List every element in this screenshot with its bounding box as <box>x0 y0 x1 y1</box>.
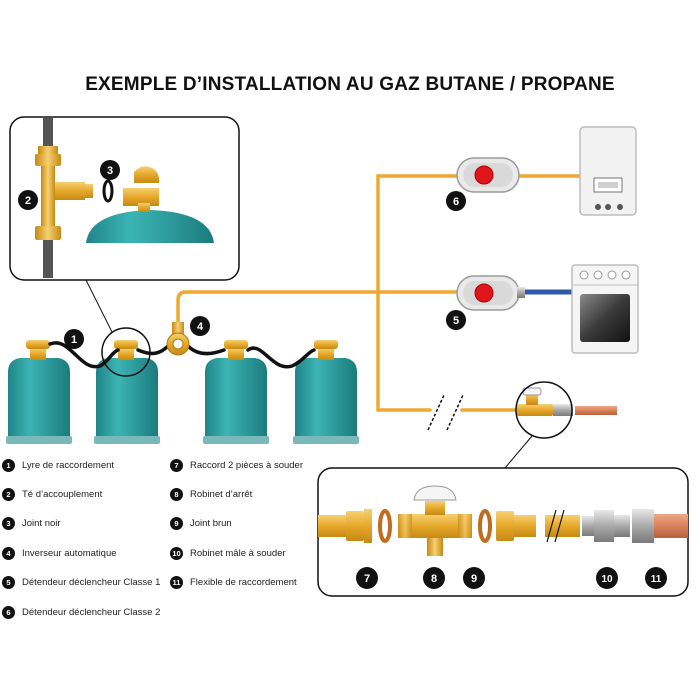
legend-number: 4 <box>2 546 15 560</box>
svg-text:7: 7 <box>364 573 370 585</box>
svg-text:11: 11 <box>651 574 662 585</box>
legend-right: 7 Raccord 2 pièces à souder 8 Robinet d’… <box>170 458 320 598</box>
legend-item: 5 Détendeur déclencheur Classe 1 <box>2 575 160 589</box>
detendeur-classe-2 <box>456 157 520 193</box>
legend-label: Joint brun <box>190 517 232 529</box>
legend-number: 2 <box>2 487 15 501</box>
zoom-link-te <box>85 279 113 333</box>
zoom-link-robinet <box>504 435 533 469</box>
svg-text:4: 4 <box>197 321 204 333</box>
bottle-1 <box>6 340 72 444</box>
callout-2: 2 <box>18 190 38 210</box>
legend-label: Détendeur déclencheur Classe 1 <box>22 576 161 588</box>
lyres-de-raccordement <box>48 341 316 369</box>
legend-item: 6 Détendeur déclencheur Classe 2 <box>2 605 160 619</box>
svg-text:3: 3 <box>107 165 113 177</box>
legend-number: 8 <box>170 487 183 501</box>
legend-item: 10 Robinet mâle à souder <box>170 546 286 560</box>
callout-9: 9 <box>463 567 485 589</box>
svg-text:5: 5 <box>453 315 459 327</box>
callout-1: 1 <box>64 329 84 349</box>
robinet-arret-small <box>517 387 573 416</box>
legend-item: 2 Té d’accouplement <box>2 487 102 501</box>
detendeur-classe-1 <box>456 275 525 311</box>
gas-bottles <box>6 340 359 444</box>
copper-tube <box>575 406 617 415</box>
callout-7: 7 <box>356 567 378 589</box>
legend-number: 11 <box>170 575 183 589</box>
legend-item: 3 Joint noir <box>2 516 61 530</box>
legend-label: Robinet d’arrêt <box>190 488 253 500</box>
bottle-2 <box>94 340 160 444</box>
legend-item: 8 Robinet d’arrêt <box>170 487 252 501</box>
gas-oven <box>571 264 639 354</box>
svg-text:10: 10 <box>601 574 613 585</box>
pipe-riser <box>376 174 460 412</box>
water-heater <box>579 126 637 216</box>
callout-11: 11 <box>645 567 667 589</box>
legend-label: Raccord 2 pièces à souder <box>190 459 304 471</box>
pipe-break-marks <box>427 394 464 431</box>
legend-label: Lyre de raccordement <box>22 459 115 471</box>
legend-number: 7 <box>170 458 183 472</box>
legend-item: 4 Inverseur automatique <box>2 546 117 560</box>
svg-text:1: 1 <box>71 334 77 346</box>
legend-number: 6 <box>2 605 15 619</box>
bottle-4 <box>293 340 359 444</box>
legend-item: 1 Lyre de raccordement <box>2 458 114 472</box>
bottle-3 <box>203 340 269 444</box>
callout-4: 4 <box>190 316 210 336</box>
callout-10: 10 <box>596 567 618 589</box>
page-title: EXEMPLE D’INSTALLATION AU GAZ BUTANE / P… <box>85 74 615 95</box>
legend-label: Inverseur automatique <box>22 547 117 559</box>
legend-number: 3 <box>2 516 15 530</box>
legend-item: 11 Flexible de raccordement <box>170 575 297 589</box>
svg-text:6: 6 <box>453 196 459 208</box>
legend-item: 9 Joint brun <box>170 516 232 530</box>
legend-label: Robinet mâle à souder <box>190 547 286 559</box>
legend-label: Flexible de raccordement <box>190 576 297 588</box>
gas-pipe-network <box>176 174 582 412</box>
zoom-circle-te <box>101 327 151 377</box>
inverseur-automatique <box>166 322 190 356</box>
inset-robinet-detail <box>317 467 689 597</box>
callout-6: 6 <box>446 191 466 211</box>
legend-label: Détendeur déclencheur Classe 2 <box>22 606 161 618</box>
svg-text:9: 9 <box>471 573 477 585</box>
callouts: 1 2 3 4 5 6 7 8 9 10 11 <box>18 160 667 589</box>
pipe-main-vertical <box>176 290 380 332</box>
callout-3: 3 <box>100 160 120 180</box>
legend-number: 9 <box>170 516 183 530</box>
svg-text:8: 8 <box>431 573 437 585</box>
callout-8: 8 <box>423 567 445 589</box>
legend-label: Té d’accouplement <box>22 488 103 500</box>
legend-label: Joint noir <box>22 517 61 529</box>
legend-left: 1 Lyre de raccordement 2 Té d’accoupleme… <box>2 458 172 623</box>
legend-number: 10 <box>170 546 183 560</box>
svg-text:2: 2 <box>25 195 31 207</box>
legend-item: 7 Raccord 2 pièces à souder <box>170 458 303 472</box>
callout-5: 5 <box>446 310 466 330</box>
legend-number: 1 <box>2 458 15 472</box>
zoom-circle-robinet <box>515 381 573 439</box>
inset-te-accouplement <box>9 116 240 281</box>
legend-number: 5 <box>2 575 15 589</box>
